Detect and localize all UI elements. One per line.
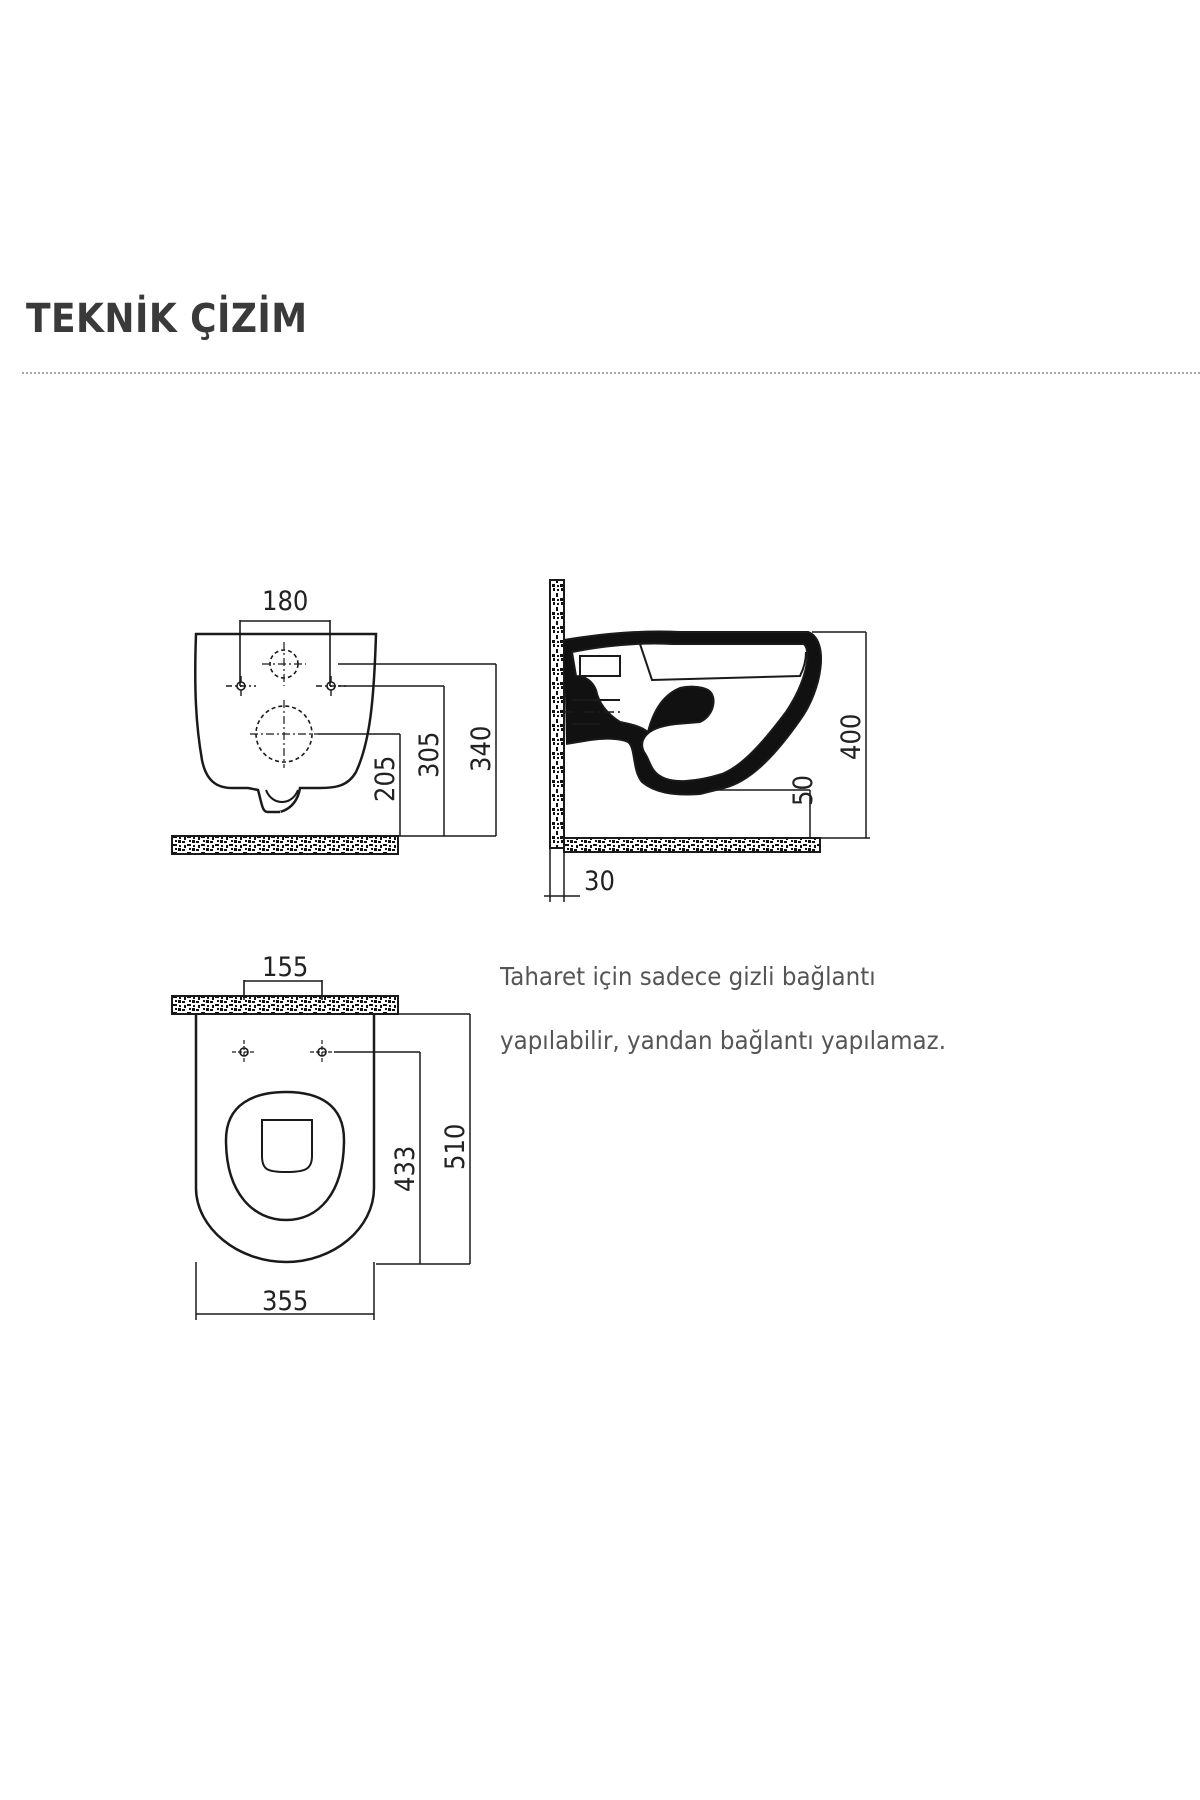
dim-205: 205	[370, 756, 401, 802]
note-line-2: yapılabilir, yandan bağlantı yapılamaz.	[500, 1026, 947, 1055]
dim-400: 400	[836, 714, 867, 760]
dim-180: 180	[262, 586, 308, 617]
side-view	[544, 579, 870, 902]
page-title: TEKNİK ÇİZİM	[26, 296, 308, 342]
dim-433: 433	[390, 1146, 421, 1192]
dim-355: 355	[262, 1286, 308, 1317]
dim-155: 155	[262, 952, 308, 983]
dimension-labels: 180 205 305 340 400 50 30 155 433 510 35…	[262, 586, 867, 1317]
note-line-1: Taharet için sadece gizli bağlantı	[500, 962, 876, 991]
top-view	[171, 980, 471, 1320]
dim-340: 340	[466, 726, 497, 772]
dim-30: 30	[584, 866, 615, 897]
dim-510: 510	[440, 1124, 471, 1170]
title-divider	[22, 372, 1200, 374]
dim-305: 305	[414, 732, 445, 778]
front-view	[171, 620, 497, 855]
dim-50: 50	[788, 775, 819, 806]
